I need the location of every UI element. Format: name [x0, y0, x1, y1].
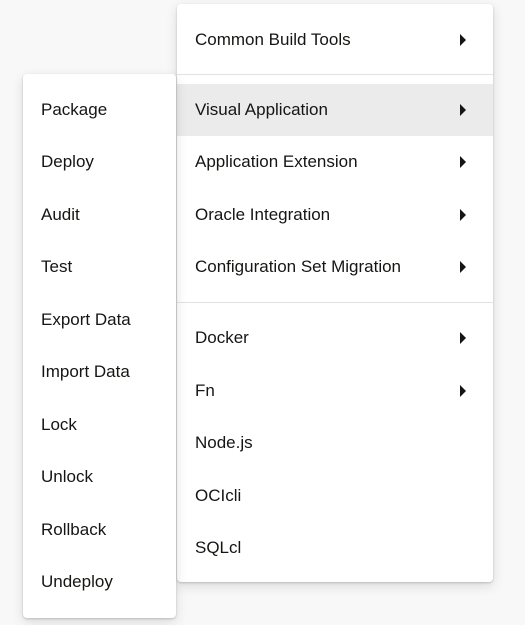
menu-item-configuration-set-migration[interactable]: Configuration Set Migration	[177, 241, 493, 293]
submenu-item-label: Unlock	[41, 467, 93, 486]
submenu-item-deploy[interactable]: Deploy	[23, 136, 176, 188]
menu-item-label: Visual Application	[195, 100, 328, 119]
menu-item-nodejs[interactable]: Node.js	[177, 417, 493, 469]
menu-item-docker[interactable]: Docker	[177, 312, 493, 364]
caret-right-icon	[460, 332, 466, 344]
submenu-item-undeploy[interactable]: Undeploy	[23, 556, 176, 608]
submenu-item-label: Undeploy	[41, 572, 113, 591]
menu-item-label: OCIcli	[195, 486, 242, 505]
menu-item-oracle-integration[interactable]: Oracle Integration	[177, 189, 493, 241]
submenu-item-label: Test	[41, 257, 73, 276]
submenu-item-label: Lock	[41, 415, 77, 434]
submenu-item-rollback[interactable]: Rollback	[23, 504, 176, 556]
submenu-item-label: Audit	[41, 205, 80, 224]
submenu-item-label: Import Data	[41, 362, 130, 381]
menu-item-fn[interactable]: Fn	[177, 365, 493, 417]
build-step-type-menu: Common Build Tools Visual Application Ap…	[177, 4, 493, 582]
submenu-item-package[interactable]: Package	[23, 84, 176, 136]
menu-item-application-extension[interactable]: Application Extension	[177, 136, 493, 188]
menu-item-label: Docker	[195, 328, 249, 347]
menu-item-label: Configuration Set Migration	[195, 257, 402, 276]
menu-item-label: SQLcl	[195, 538, 242, 557]
submenu-item-label: Rollback	[41, 520, 107, 539]
menu-item-common-build-tools[interactable]: Common Build Tools	[177, 14, 493, 66]
submenu-item-unlock[interactable]: Unlock	[23, 451, 176, 503]
caret-right-icon	[460, 209, 466, 221]
caret-right-icon	[460, 261, 466, 273]
submenu-item-audit[interactable]: Audit	[23, 189, 176, 241]
menu-item-label: Application Extension	[195, 152, 358, 171]
submenu-item-export-data[interactable]: Export Data	[23, 294, 176, 346]
caret-right-icon	[460, 156, 466, 168]
menu-item-sqlcl[interactable]: SQLcl	[177, 522, 493, 574]
caret-right-icon	[460, 104, 466, 116]
submenu-item-lock[interactable]: Lock	[23, 399, 176, 451]
visual-application-submenu: Package Deploy Audit Test Export Data Im…	[23, 74, 176, 618]
menu-divider	[177, 74, 493, 75]
menu-divider	[177, 302, 493, 303]
submenu-item-test[interactable]: Test	[23, 241, 176, 293]
submenu-item-label: Export Data	[41, 310, 131, 329]
menu-item-label: Fn	[195, 381, 215, 400]
menu-item-ocicli[interactable]: OCIcli	[177, 470, 493, 522]
menu-item-visual-application[interactable]: Visual Application	[177, 84, 493, 136]
caret-right-icon	[460, 34, 466, 46]
submenu-item-label: Package	[41, 100, 108, 119]
menu-item-label: Node.js	[195, 433, 253, 452]
submenu-item-import-data[interactable]: Import Data	[23, 346, 176, 398]
submenu-item-label: Deploy	[41, 152, 94, 171]
menu-item-label: Common Build Tools	[195, 30, 351, 49]
menu-item-label: Oracle Integration	[195, 205, 331, 224]
caret-right-icon	[460, 385, 466, 397]
